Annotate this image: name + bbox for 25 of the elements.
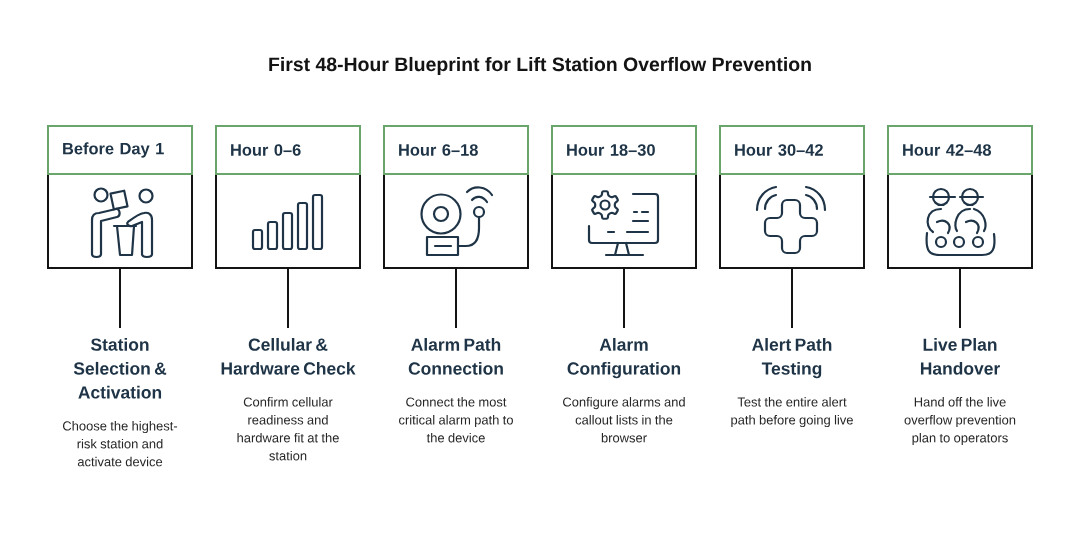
title: First 48-Hour Blueprint for Lift Station Overflow Prevention <box>269 56 811 76</box>
connector-line <box>119 267 121 329</box>
step-description: Connect the most critical alarm path to the device <box>399 397 513 443</box>
connector-line <box>791 267 793 329</box>
card-header: Hour 18–30 <box>551 125 697 175</box>
step-title: Alert Path Testing <box>752 338 832 379</box>
step-description: Confirm cellular readiness and hardware fit at the station <box>237 397 339 461</box>
step-description: Test the entire alert path before going live <box>731 397 853 428</box>
step-title: Alarm Path Connection <box>408 338 503 375</box>
connector-line <box>287 267 289 329</box>
connector-line <box>623 267 625 329</box>
step-description: Hand off the live overflow prevention plan to operators <box>904 397 1016 445</box>
card-header: Hour 42–48 <box>887 125 1033 175</box>
card-header: Before Day 1 <box>47 125 193 175</box>
step-title: Cellular & Hardware Check <box>221 338 356 375</box>
step-description: Configure alarms and callout lists in the browser <box>563 397 685 443</box>
card-header: Hour 30–42 <box>719 125 865 175</box>
card-header: Hour 6–18 <box>383 125 529 175</box>
step-title: Alarm Configuration <box>567 338 681 379</box>
connector-line <box>455 267 457 329</box>
step-description: Choose the highest-risk station and activate device <box>63 421 178 467</box>
step-title: Station Selection & Activation <box>73 338 167 399</box>
connector-line <box>959 267 961 329</box>
card-header: Hour 0–6 <box>215 125 361 175</box>
step-title: Live Plan Handover <box>920 338 1000 375</box>
